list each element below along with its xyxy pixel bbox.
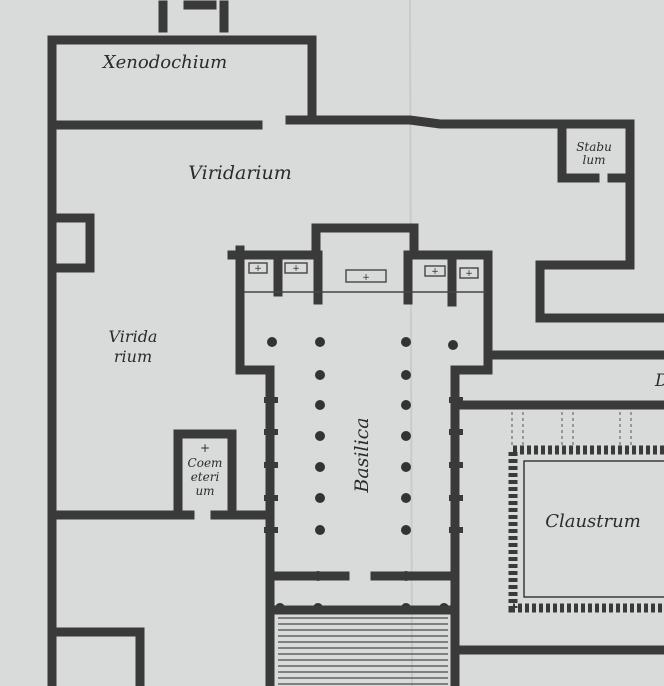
claustrum-outer: [508, 445, 664, 613]
altar-box-main: [345, 269, 387, 283]
label-coemeterium-line3: um: [195, 484, 214, 498]
west-niche: [53, 213, 95, 273]
label-viridarium2-line2: rium: [114, 347, 152, 366]
label-viridarium2-line1: Virida: [109, 327, 158, 346]
narthex-stairs: [278, 617, 448, 685]
stabulum-room: [557, 127, 635, 183]
label-stabulum-line1: Stabu: [576, 140, 612, 154]
altar-box-4: [459, 267, 479, 279]
east-stepped-wall: [535, 260, 664, 323]
label-edge-fragment: D: [654, 371, 664, 391]
altar-box-2: [284, 262, 308, 274]
altar-cross-1: +: [254, 264, 262, 274]
claustrum-inner: [523, 460, 664, 598]
label-coemeterium-cross: +: [200, 441, 210, 455]
altar-box-3: [424, 265, 446, 277]
altar-box-1: [248, 262, 268, 274]
viridarium-north-wall: [285, 115, 635, 270]
altar-cross-4: +: [465, 269, 473, 279]
label-coemeterium-line2: eteri: [191, 470, 220, 484]
altar-cross-main: +: [362, 273, 370, 283]
xenodochium-walls: [47, 35, 317, 123]
label-claustrum: Claustrum: [545, 511, 641, 532]
coemeterium-walls: [173, 429, 237, 515]
altar-cross-2: +: [292, 264, 300, 274]
label-xenodochium: Xenodochium: [101, 52, 227, 73]
label-basilica: Basilica: [351, 417, 373, 493]
label-coemeterium-line1: Coem: [188, 456, 223, 470]
buttresses: [264, 397, 463, 533]
top-gate-structure: [158, 0, 229, 33]
label-viridarium: Viridarium: [188, 162, 292, 184]
label-stabulum-line2: lum: [583, 153, 606, 167]
altar-cross-3: +: [431, 267, 439, 277]
basilica-apse-north: [227, 223, 493, 686]
southwest-room: [53, 627, 145, 686]
